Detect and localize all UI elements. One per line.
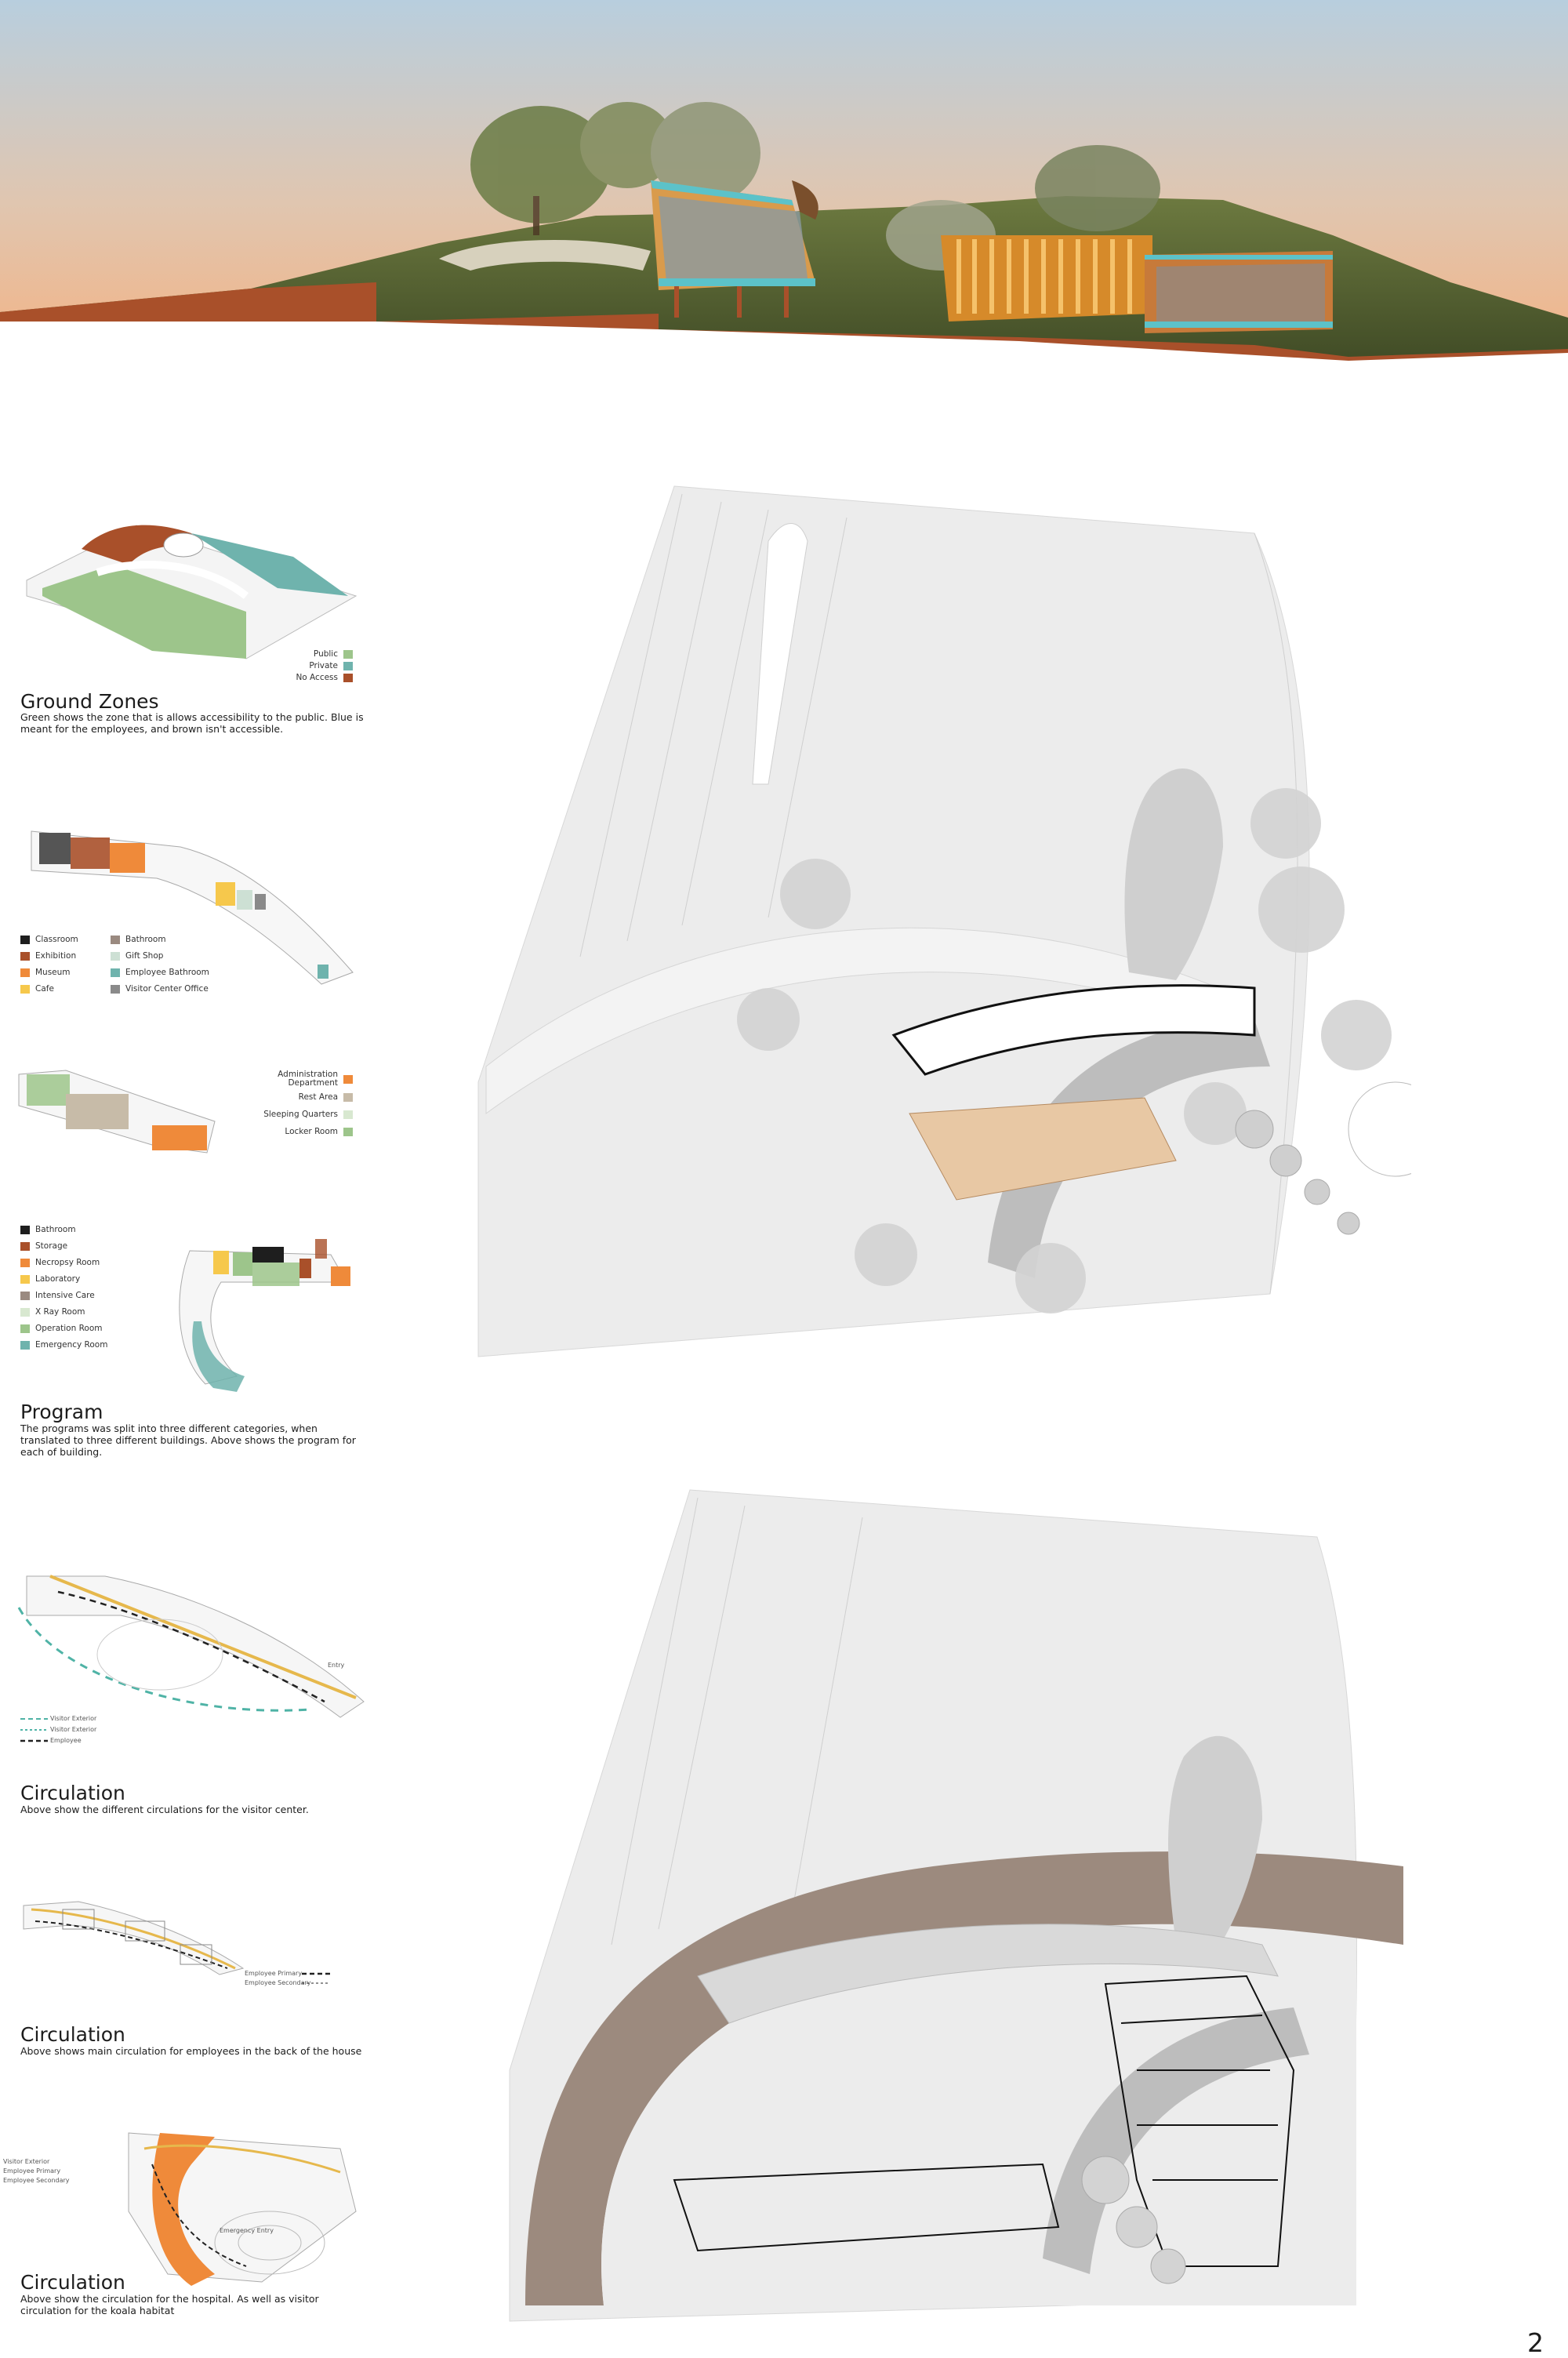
circulation-1-description: Above show the different circulations fo…	[20, 1804, 309, 1815]
legend-locker-room: Locker Room	[235, 1127, 353, 1136]
emergency-entry-label: Emergency Entry	[220, 2227, 274, 2234]
program-admin-legend: Administration Department Rest Area Slee…	[235, 1070, 353, 1141]
circulation-visitor-diagram	[11, 1560, 372, 1733]
legend-h-intensive-care: Intensive Care	[20, 1291, 95, 1300]
admin-building-plan	[909, 1097, 1177, 1201]
legend-no-access: No Access	[235, 673, 353, 682]
legend-employee-primary: Employee Primary	[245, 1970, 303, 1977]
legend-public: Public	[235, 649, 353, 659]
legend-employee-secondary: Employee Secondary	[245, 1979, 311, 1986]
legend-gift-shop: Gift Shop	[111, 951, 163, 961]
circulation-3-description: Above show the circulation for the hospi…	[20, 2293, 319, 2316]
program-hospital-diagram	[174, 1235, 362, 1392]
legend-h-employee-primary: Employee Primary	[3, 2167, 61, 2175]
museum-block	[110, 843, 145, 873]
rest-area-block	[66, 1094, 129, 1129]
legend-employee-bathroom: Employee Bathroom	[111, 968, 209, 977]
circulation-2-description: Above shows main circulation for employe…	[20, 2045, 362, 2057]
site-plan-upper	[470, 471, 1411, 1372]
section-perspective	[0, 0, 1568, 369]
classroom-block	[39, 833, 71, 864]
entry-label: Entry	[328, 1662, 345, 1669]
program-title: Program	[20, 1401, 103, 1423]
program-visitor-legend: Classroom Exhibition Museum Cafe Bathroo…	[20, 935, 256, 997]
legend-h-employee-secondary: Employee Secondary	[3, 2177, 70, 2184]
legend-h-laboratory: Laboratory	[20, 1274, 80, 1284]
circulation-1-title: Circulation	[20, 1782, 125, 1804]
legend-administration-department: Administration Department	[235, 1070, 353, 1088]
circulation-employee-diagram	[16, 1890, 251, 1976]
legend-h-operation: Operation Room	[20, 1324, 103, 1333]
admin-department-block	[152, 1125, 207, 1150]
legend-h-storage: Storage	[20, 1241, 67, 1251]
program-visitor-center-diagram	[24, 816, 368, 996]
hospital-building-section	[1145, 251, 1333, 333]
admin-building-section	[941, 235, 1152, 322]
cafe-block	[216, 882, 235, 906]
legend-visitor-exterior-2: Visitor Exterior	[50, 1726, 97, 1733]
legend-h-bathroom: Bathroom	[20, 1225, 76, 1234]
public-zone	[42, 565, 246, 659]
visitor-building-section	[651, 180, 818, 318]
circulation-3-title: Circulation	[20, 2271, 125, 2294]
legend-h-emergency: Emergency Room	[20, 1340, 107, 1350]
program-description: The programs was split into three differ…	[20, 1422, 356, 1458]
exhibition-block	[71, 837, 110, 869]
legend-classroom: Classroom	[20, 935, 78, 944]
site-plan-lower	[494, 1474, 1419, 2337]
hospital-floor-plan	[673, 1975, 1295, 2267]
legend-h-necropsy: Necropsy Room	[20, 1258, 100, 1267]
legend-bathroom: Bathroom	[111, 935, 166, 944]
legend-museum: Museum	[20, 968, 71, 977]
tree-canopies	[737, 788, 1392, 1313]
legend-exhibition: Exhibition	[20, 951, 76, 961]
ground-zones-title: Ground Zones	[20, 690, 159, 713]
ground-zones-description: Green shows the zone that is allows acce…	[20, 711, 364, 735]
program-hospital-legend: Bathroom Storage Necropsy Room Laborator…	[20, 1225, 177, 1358]
circulation-hospital-diagram	[11, 2117, 364, 2290]
hospital-emergency-wing	[152, 2133, 215, 2286]
legend-employee: Employee	[50, 1737, 82, 1744]
locker-room-block	[27, 1074, 70, 1106]
legend-h-xray: X Ray Room	[20, 1307, 85, 1317]
circulation-hospital-legend: Visitor Exterior Employee Primary Employ…	[3, 2158, 113, 2189]
teardrop-habitat	[1124, 768, 1223, 980]
legend-cafe: Cafe	[20, 984, 54, 994]
page-number: 2	[1527, 2327, 1544, 2358]
private-zone	[191, 533, 348, 596]
circulation-2-title: Circulation	[20, 2023, 125, 2046]
legend-rest-area: Rest Area	[235, 1092, 353, 1102]
legend-visitor-exterior-1: Visitor Exterior	[50, 1715, 97, 1722]
program-admin-diagram	[11, 1059, 230, 1168]
legend-h-visitor-exterior: Visitor Exterior	[3, 2158, 50, 2165]
section-base	[0, 322, 1568, 369]
walkway	[439, 240, 651, 271]
round-plaza	[1348, 1081, 1411, 1177]
visitor-center-plan	[891, 984, 1256, 1076]
teardrop-habitat-lower	[1168, 1735, 1262, 1953]
legend-sleeping-quarters: Sleeping Quarters	[235, 1110, 353, 1119]
ground-zones-diagram	[11, 502, 372, 682]
legend-private: Private	[235, 661, 353, 670]
legend-visitor-center-office: Visitor Center Office	[111, 984, 209, 994]
section-perspective-drawing	[0, 0, 1568, 369]
circulation-visitor-legend: Visitor Exterior Visitor Exterior Employ…	[20, 1715, 162, 1754]
